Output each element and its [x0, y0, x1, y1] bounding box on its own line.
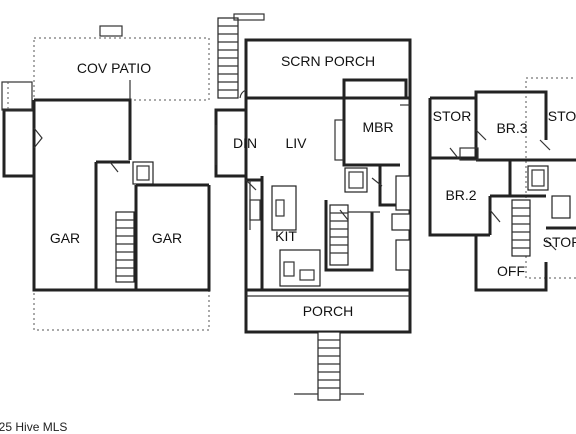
label-cov-patio: COV PATIO	[77, 60, 151, 76]
label-gar-right: GAR	[152, 230, 182, 246]
label-stor-right-bottom: STOR	[543, 234, 576, 250]
label-stor-right-top: STO	[548, 108, 576, 124]
upper-floor	[428, 77, 576, 292]
garage-stair-treads	[116, 219, 134, 277]
label-din: DIN	[233, 135, 257, 151]
label-br3: BR.3	[496, 120, 527, 136]
rear-stair-treads	[218, 25, 238, 91]
label-scrn-porch: SCRN PORCH	[281, 53, 375, 69]
watermark-text: 025 Hive MLS	[0, 420, 68, 434]
label-porch: PORCH	[303, 303, 354, 319]
front-step-treads	[318, 339, 340, 389]
center-stair-treads	[330, 212, 348, 254]
label-liv: LIV	[285, 135, 307, 151]
label-mbr: MBR	[362, 119, 393, 135]
room-labels: COV PATIO GAR GAR SCRN PORCH DIN LIV MBR…	[50, 53, 576, 319]
label-kit: KIT	[275, 228, 297, 244]
label-off: OFF	[497, 263, 525, 279]
label-stor-left: STOR	[433, 108, 472, 124]
main-house	[214, 13, 412, 401]
garage-building	[1, 25, 211, 331]
label-br2: BR.2	[445, 187, 476, 203]
label-gar-left: GAR	[50, 230, 80, 246]
upper-stair-treads	[512, 207, 530, 249]
